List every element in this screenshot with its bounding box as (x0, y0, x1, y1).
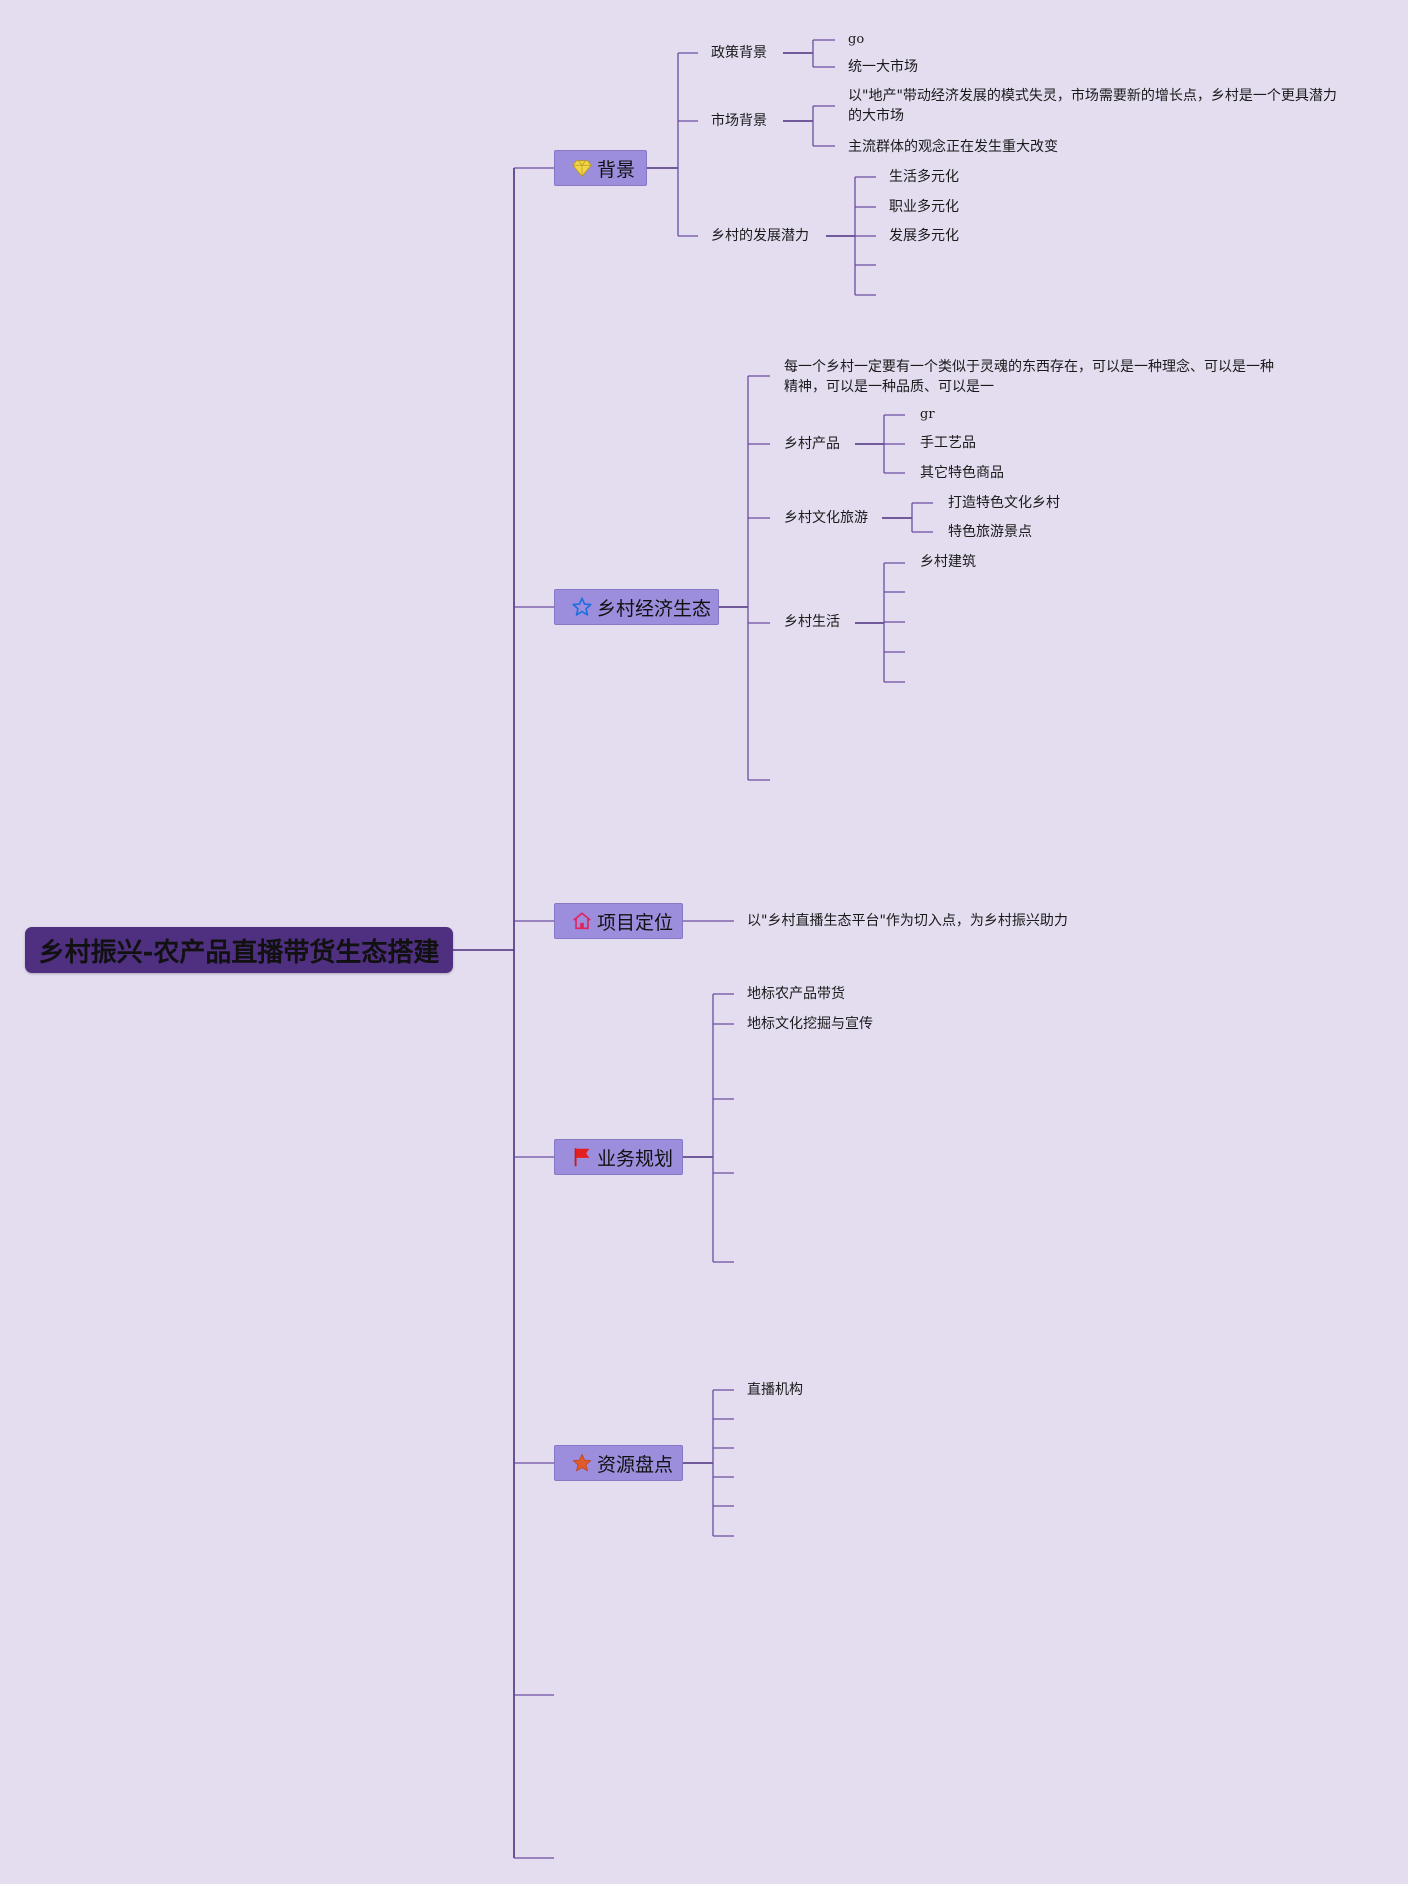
branch-label: 项目定位 (597, 911, 674, 934)
topic-tourism[interactable]: 乡村文化旅游 (784, 510, 868, 526)
topic-products[interactable]: 乡村产品 (784, 436, 840, 452)
topic-potential-item[interactable]: 职业多元化 (889, 199, 959, 215)
topic-products-item[interactable]: 手工艺品 (920, 435, 976, 451)
topic-planning-item[interactable]: 地标农产品带货 (747, 986, 845, 1002)
topic-potential-item[interactable]: 发展多元化 (889, 228, 959, 244)
branch-label: 背景 (597, 158, 636, 181)
branch-background[interactable]: 背景 (554, 150, 647, 186)
branch-positioning[interactable]: 项目定位 (554, 903, 683, 939)
flag-icon (571, 1146, 593, 1168)
topic-tourism-item[interactable]: 特色旅游景点 (948, 524, 1032, 540)
diamond-icon (571, 157, 593, 179)
topic-products-item[interactable]: 其它特色商品 (920, 465, 1004, 481)
topic-potential-item[interactable]: 生活多元化 (889, 169, 959, 185)
topic-positioning-text[interactable]: 以"乡村直播生态平台"作为切入点，为乡村振兴助力 (747, 913, 1068, 929)
topic-life-item[interactable]: 乡村建筑 (920, 554, 976, 570)
topic-life[interactable]: 乡村生活 (784, 614, 840, 630)
branch-label: 资源盘点 (597, 1453, 674, 1476)
branch-planning[interactable]: 业务规划 (554, 1139, 683, 1175)
topic-tourism-item[interactable]: 打造特色文化乡村 (948, 495, 1060, 511)
branch-label: 业务规划 (597, 1147, 674, 1170)
branch-resources[interactable]: 资源盘点 (554, 1445, 683, 1481)
topic-planning-item[interactable]: 地标文化挖掘与宣传 (747, 1016, 873, 1032)
topic-market-item[interactable]: 以"地产"带动经济发展的模式失灵，市场需要新的增长点，乡村是一个更具潜力的大市场 (848, 88, 1337, 124)
star-filled-icon (571, 1452, 593, 1474)
topic-policy-item[interactable]: 统一大市场 (848, 59, 918, 75)
topic-policy[interactable]: 政策背景 (711, 45, 767, 61)
star-outline-icon (571, 596, 593, 618)
topic-market-item[interactable]: 主流群体的观念正在发生重大改变 (848, 139, 1058, 155)
branch-ecology[interactable]: 乡村经济生态 (554, 589, 719, 625)
topic-products-item[interactable]: gr (920, 407, 935, 422)
topic-policy-item[interactable]: go (848, 32, 865, 47)
topic-resources-item[interactable]: 直播机构 (747, 1382, 803, 1398)
topic-potential[interactable]: 乡村的发展潜力 (711, 228, 809, 244)
topic-soul[interactable]: 每一个乡村一定要有一个类似于灵魂的东西存在，可以是一种理念、可以是一种精神，可以… (784, 359, 1274, 395)
topic-market[interactable]: 市场背景 (711, 113, 767, 129)
root-topic[interactable]: 乡村振兴-农产品直播带货生态搭建 (25, 927, 453, 973)
branch-label: 乡村经济生态 (597, 597, 712, 620)
home-icon (571, 910, 593, 932)
